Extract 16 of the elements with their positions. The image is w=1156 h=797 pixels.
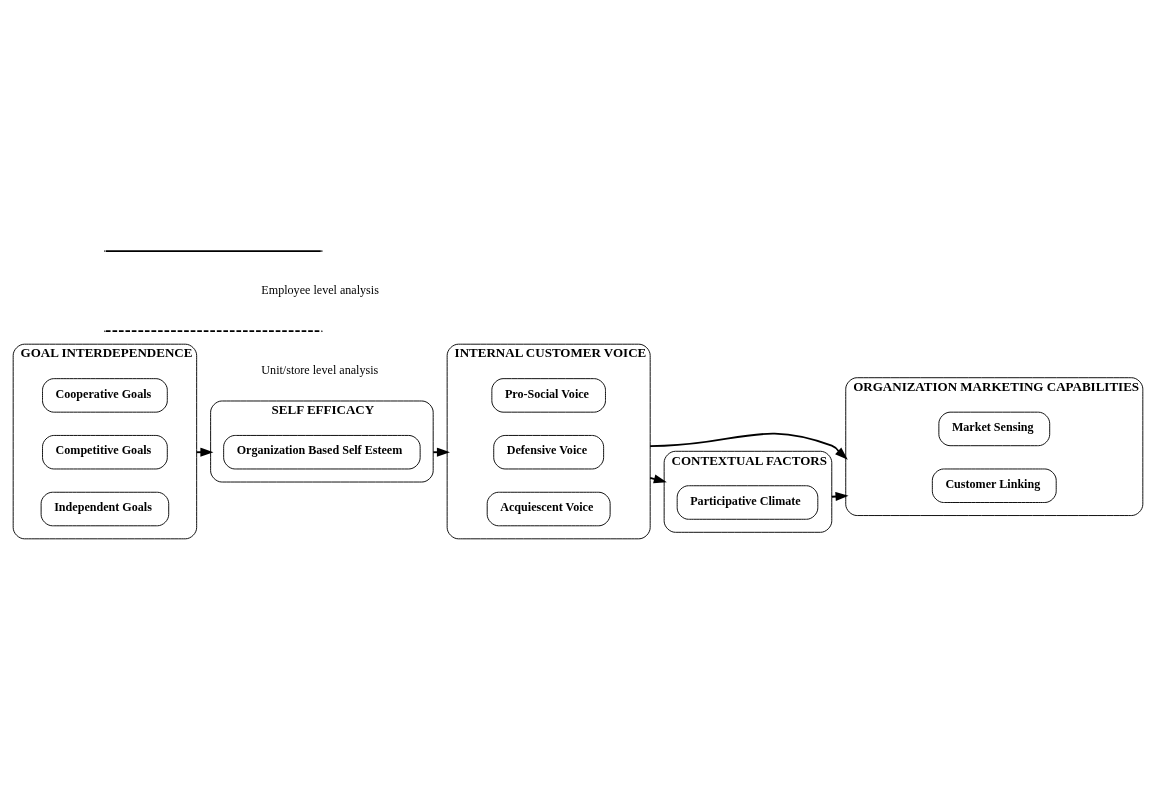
node-box: Participative Climate — [676, 485, 819, 520]
node-box: Competitive Goals — [42, 435, 168, 470]
node-box: Acquiescent Voice — [486, 491, 611, 527]
node-box: Customer Linking — [931, 468, 1057, 503]
legend-label: Unit/store level analysis — [261, 363, 379, 378]
node-box: Pro-Social Voice — [491, 378, 606, 413]
legend-label: Employee level analysis — [261, 283, 379, 298]
node-box: Market Sensing — [938, 411, 1051, 447]
arrow — [432, 447, 450, 457]
node-box: Organization Based Self Esteem — [223, 435, 421, 470]
arrow — [649, 474, 667, 484]
arrow — [830, 492, 849, 502]
node-box: Independent Goals — [40, 491, 170, 527]
node-box: Cooperative Goals — [42, 378, 168, 413]
arrow — [649, 432, 848, 460]
node-box: Defensive Voice — [493, 435, 605, 470]
